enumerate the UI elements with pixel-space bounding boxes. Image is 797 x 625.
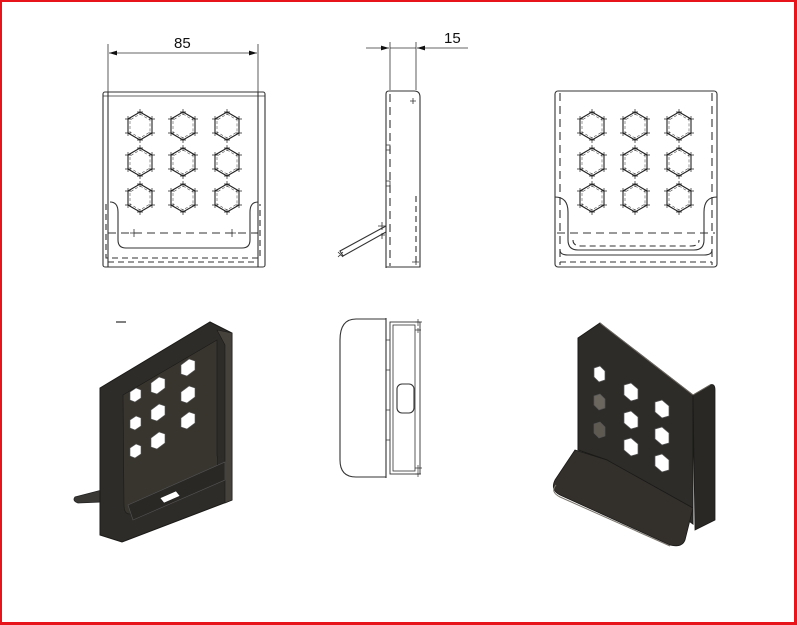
isometric-view-left bbox=[73, 321, 233, 543]
hex-hole-grid bbox=[124, 108, 243, 216]
hex-holes bbox=[129, 358, 196, 459]
back-view bbox=[554, 90, 718, 268]
dimension-depth bbox=[366, 42, 468, 90]
front-view bbox=[102, 44, 266, 268]
side-view bbox=[337, 42, 468, 268]
hex-hole-grid bbox=[576, 108, 695, 216]
dimension-depth-label: 15 bbox=[444, 30, 461, 47]
top-view bbox=[339, 318, 422, 478]
dimension-width-label: 85 bbox=[174, 35, 191, 52]
hex-holes bbox=[593, 365, 670, 473]
dimension-width bbox=[107, 44, 259, 95]
isometric-view-right bbox=[552, 322, 716, 547]
